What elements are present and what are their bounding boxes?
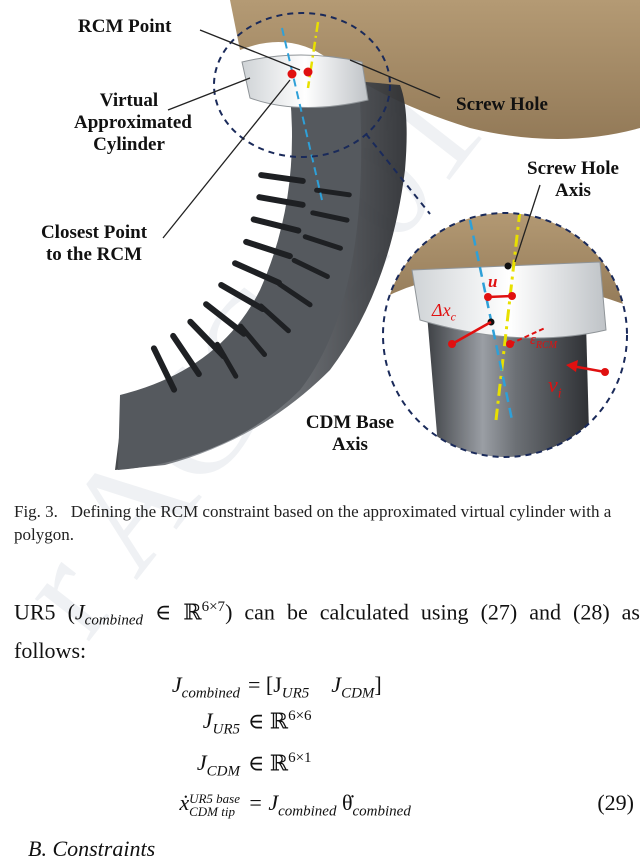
label-screw-hole-axis: Screw Hole Axis <box>527 158 619 201</box>
figure-rcm-diagram <box>115 0 640 470</box>
section-heading: B. Constraints <box>28 836 156 861</box>
label-screw-hole: Screw Hole <box>456 94 548 115</box>
zoom-source-circle <box>213 12 391 158</box>
label-virtual-cylinder: Virtual Approximated Cylinder <box>74 90 192 155</box>
symbol-v-i: vi <box>548 372 562 402</box>
symbol-eps-rcm: εRCM <box>530 332 558 351</box>
leader-lines <box>162 29 541 263</box>
cdm-tool-core <box>118 95 362 470</box>
body-paragraph: UR5 (Jcombined ∈ ℝ6×7) can be calculated… <box>14 599 640 663</box>
label-rcm-point: RCM Point <box>78 16 172 37</box>
symbol-delta-x: Δxc <box>432 300 456 324</box>
figure-caption: Fig. 3. Defining the RCM constraint base… <box>14 502 612 544</box>
closest-point-marker <box>287 69 297 79</box>
zoom-target-circle <box>382 212 628 458</box>
symbol-u: u <box>488 272 498 291</box>
label-closest-point: Closest Point to the RCM <box>40 222 148 265</box>
equation-number: (29) <box>597 790 634 815</box>
screw-hole-axis-line <box>306 21 320 89</box>
rcm-point-marker <box>303 67 313 77</box>
cdm-base-axis-line <box>281 27 323 201</box>
equation-block: Jcombined = [JUR5 JCDM] JUR5 ∈ ℝ6×6 JCDM… <box>171 672 634 820</box>
cdm-base-ring <box>241 54 369 108</box>
label-cdm-base-axis: CDM Base Axis <box>305 412 395 455</box>
cdm-notches <box>150 172 352 393</box>
tissue-surface <box>230 0 640 139</box>
